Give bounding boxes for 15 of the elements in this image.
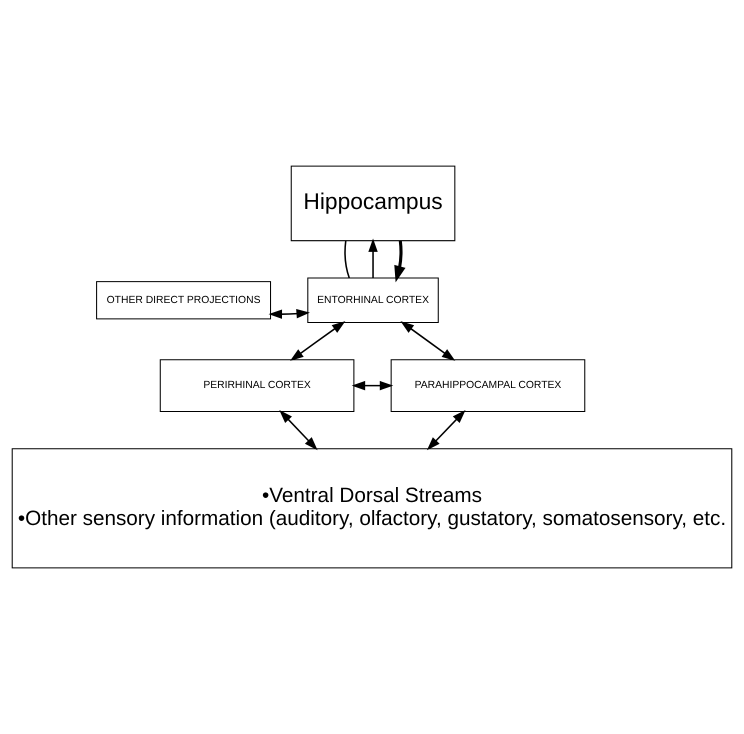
node-box: Hippocampus [290,166,456,242]
arrow [368,238,378,278]
node-box: PARAHIPPOCAMPAL CORTEX [390,359,586,412]
arrow [352,380,394,390]
node-box: OTHER DIRECT PROJECTIONS [96,281,272,320]
node-box: PERIRHINAL CORTEX [160,359,354,412]
arrow [290,321,346,361]
arrow [400,321,456,361]
node-box: •Ventral Dorsal Streams •Other sensory information (auditory, olfactory, gustatory, somatosensory, etc. [12,448,732,568]
arrow [268,308,310,319]
node-box: ENTORHINAL CORTEX [307,277,439,323]
arrow [426,410,466,450]
arrow [279,410,318,450]
arrow [394,240,406,282]
connector [344,240,350,278]
